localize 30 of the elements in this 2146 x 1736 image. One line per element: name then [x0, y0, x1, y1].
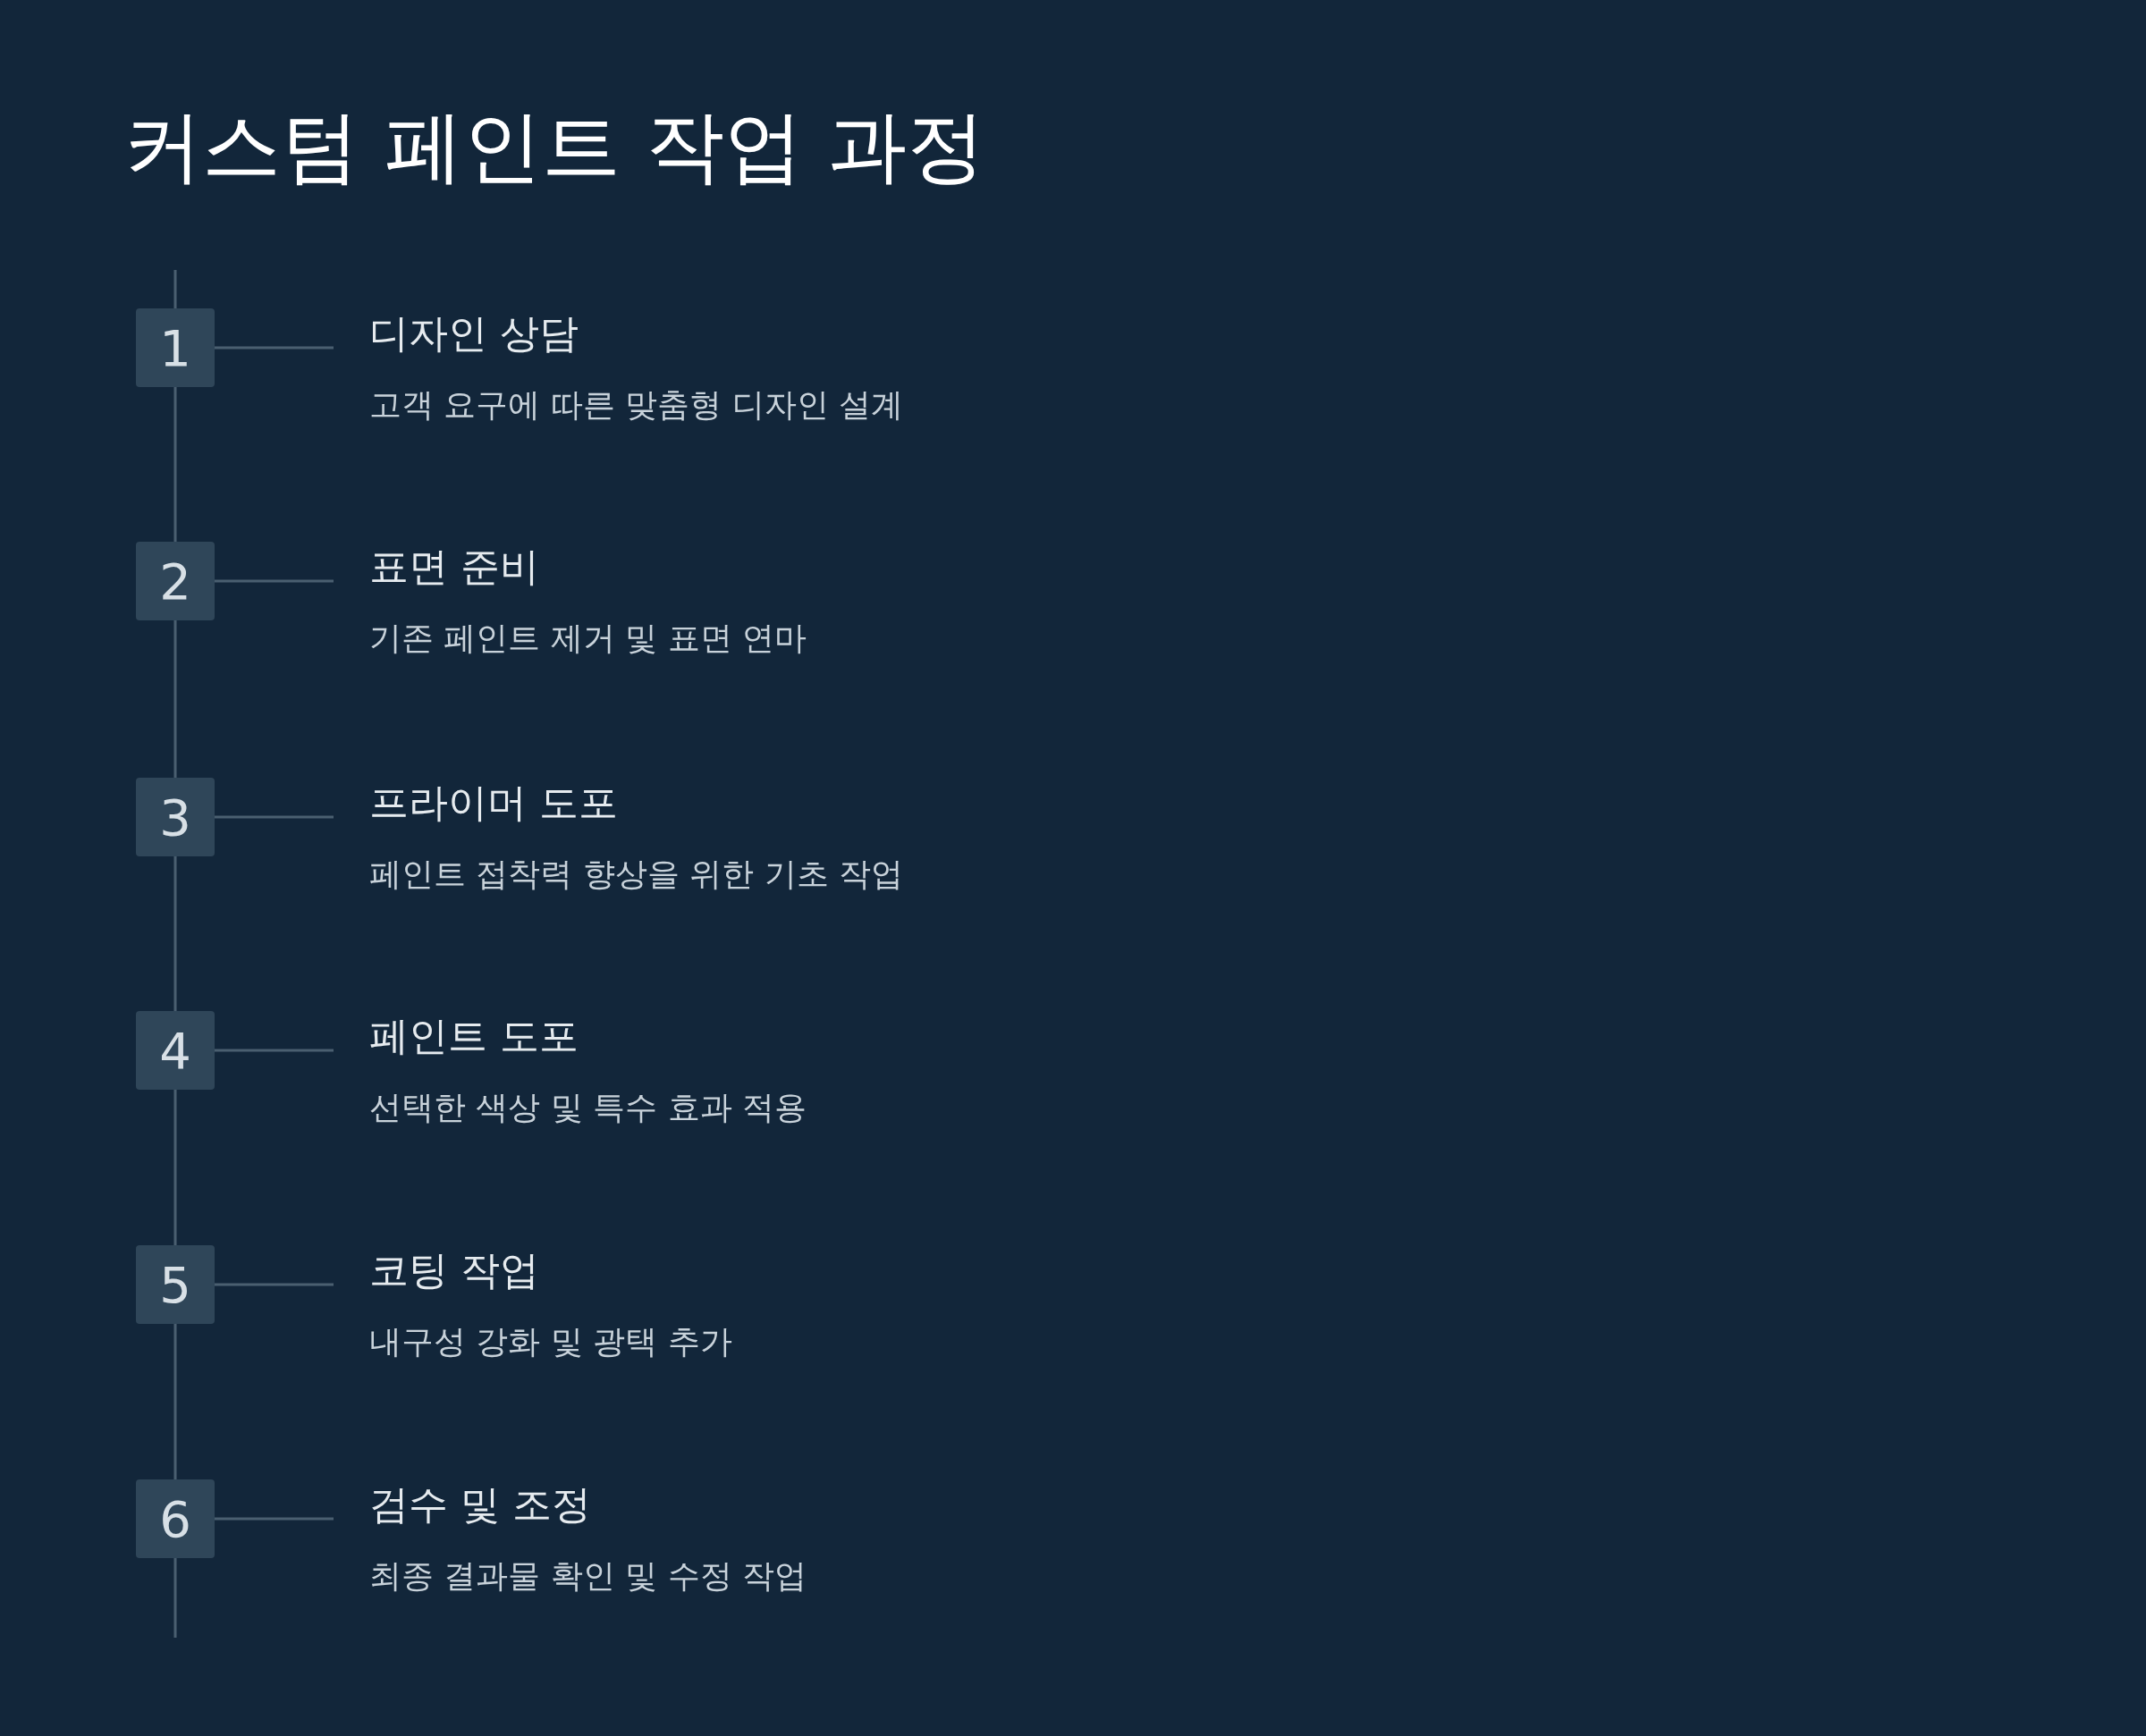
step-description: 최종 결과물 확인 및 수정 작업	[369, 1556, 807, 1596]
connector-line	[215, 346, 334, 350]
step-title: 페인트 도포	[369, 1012, 579, 1060]
step-number-box: 2	[136, 542, 215, 620]
connector-line	[215, 1049, 334, 1052]
connector-line	[215, 1517, 334, 1521]
timeline-line	[173, 1324, 177, 1479]
timeline-line	[173, 620, 177, 778]
connector-line	[215, 1283, 334, 1286]
step-title: 검수 및 조정	[369, 1480, 592, 1529]
title: 커스텀 페인트 작업 과정	[123, 99, 985, 194]
step-title: 프라이머 도포	[369, 779, 619, 827]
step-title: 코팅 작업	[369, 1246, 540, 1294]
step-description: 선택한 색상 및 특수 효과 적용	[369, 1088, 807, 1127]
step-description: 내구성 강화 및 광택 추가	[369, 1322, 732, 1361]
step-number-box: 3	[136, 778, 215, 856]
step-description: 페인트 접착력 향상을 위한 기초 작업	[369, 855, 904, 894]
step-number-box: 6	[136, 1479, 215, 1558]
connector-line	[215, 815, 334, 819]
step-description: 기존 페인트 제거 및 표면 연마	[369, 619, 807, 658]
step-description: 고객 요구에 따른 맞춤형 디자인 설계	[369, 385, 904, 425]
connector-line	[215, 579, 334, 583]
timeline-line	[173, 856, 177, 1011]
step-title: 디자인 상담	[369, 309, 579, 358]
step-number-box: 1	[136, 308, 215, 387]
step-number-box: 5	[136, 1245, 215, 1324]
timeline-line	[173, 387, 177, 542]
timeline-line	[173, 1090, 177, 1245]
step-number-box: 4	[136, 1011, 215, 1090]
step-title: 표면 준비	[369, 543, 540, 591]
